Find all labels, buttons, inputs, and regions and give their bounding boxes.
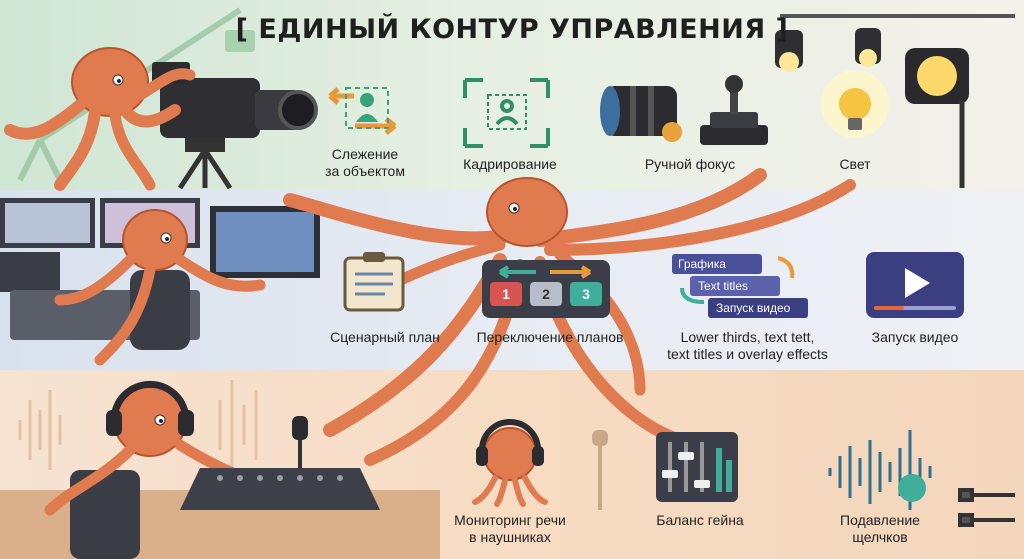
tracking-icon (328, 87, 397, 135)
spotlight-icon (775, 14, 1015, 188)
microphone-stand (592, 430, 608, 510)
label-switching: Переключение планов (476, 329, 624, 345)
label-lower-thirds: Lower thirds, text tett, text titles и o… (667, 329, 828, 362)
filter-badge (898, 474, 926, 502)
label-tracking: Слежение за объектом (325, 146, 405, 179)
lens-icon (600, 86, 682, 142)
chair (70, 470, 140, 559)
label-monitoring: Мониторинг речи в наушниках (454, 512, 566, 545)
clipboard-icon (343, 252, 405, 312)
switcher-button-2: 2 (542, 286, 550, 302)
mixer-console (180, 416, 380, 510)
switcher-button-3: 3 (582, 286, 590, 302)
tripod-icon (177, 148, 233, 190)
crane-camera (225, 30, 255, 52)
label-gain-balance: Баланс гейна (656, 512, 744, 528)
audio-jack-icon (958, 488, 1015, 527)
octopus-director (54, 209, 266, 366)
framing-icon (463, 78, 550, 148)
octopus-camera-operator (4, 47, 196, 191)
play-icon (866, 252, 964, 318)
label-manual-focus: Ручной фокус (644, 156, 736, 172)
page-title: [ ЕДИНЫЙ КОНТУР УПРАВЛЕНИЯ ] (235, 14, 789, 45)
label-light: Свет (839, 156, 871, 172)
camera-icon (152, 62, 318, 152)
switcher-button-1: 1 (502, 286, 510, 302)
switcher-icon (482, 260, 610, 318)
graphics-stack-icon (672, 254, 808, 318)
waveform-background (18, 380, 258, 470)
headphones-icon (472, 419, 548, 507)
joystick-icon (700, 75, 768, 145)
label-declick: Подавление щелчков (840, 512, 920, 545)
graphics-card-1: Графика (678, 257, 726, 271)
octopus-audio-engineer (44, 380, 276, 516)
label-framing: Кадрирование (463, 156, 557, 172)
octopus-central-head (486, 177, 568, 247)
graphics-card-3: Запуск видео (716, 301, 791, 315)
mixer-fader-icon (656, 432, 738, 502)
label-rundown: Сценарный план (330, 329, 440, 345)
lightbulb-icon (821, 70, 889, 138)
label-video-playback: Запуск видео (871, 329, 959, 345)
graphics-card-2: Text titles (698, 279, 749, 293)
